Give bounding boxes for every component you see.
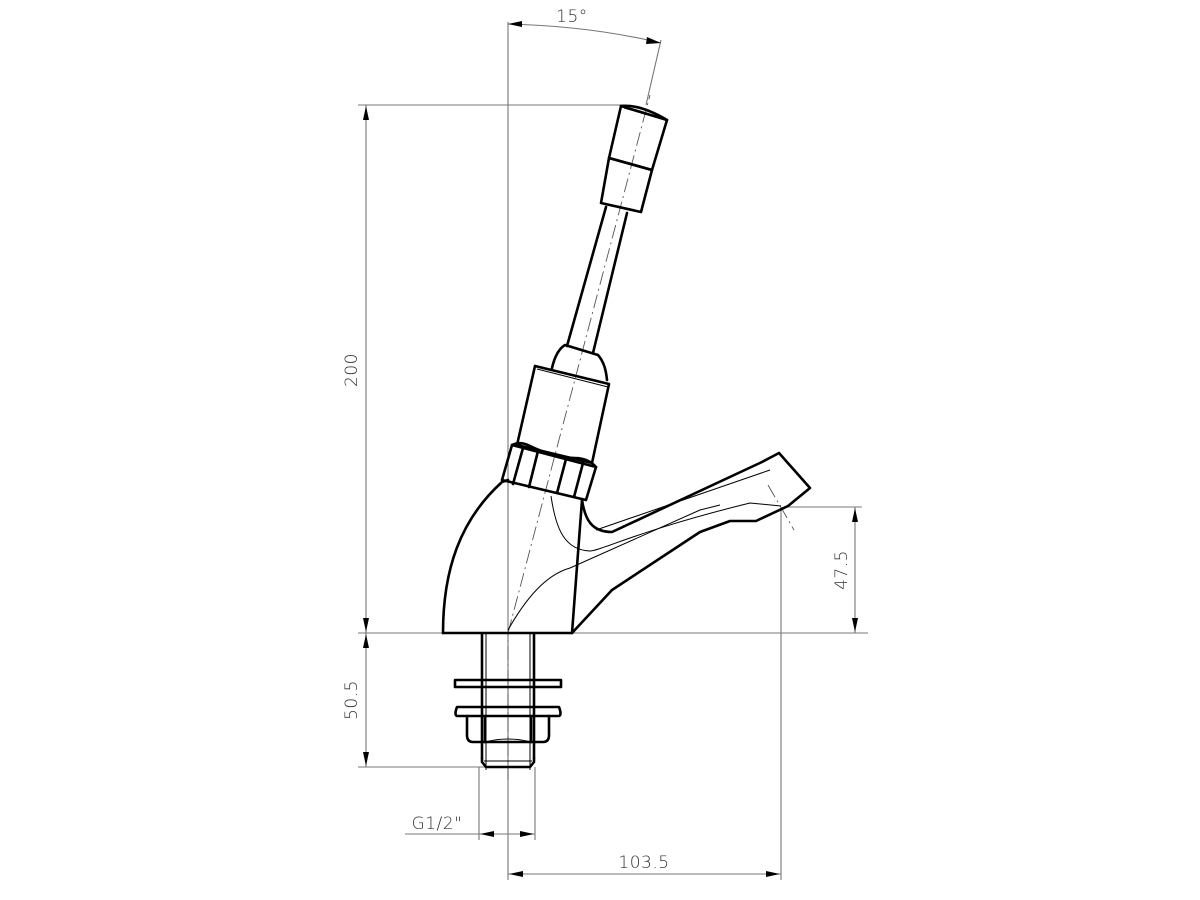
lever-grip — [599, 104, 669, 214]
dimension-lines — [358, 22, 868, 880]
tap-head-cap — [515, 343, 611, 465]
height-200-label: 200 — [342, 353, 362, 387]
centre-lines — [507, 94, 795, 780]
spout-height-label: 47.5 — [832, 550, 852, 590]
thread-label: G1/2" — [412, 814, 463, 834]
lever-stem — [565, 205, 629, 355]
dimension-labels: 15° 200 47.5 50.5 G1/2" 103.5 — [342, 7, 852, 873]
tail-shank — [453, 632, 563, 770]
angle-label: 15° — [556, 7, 588, 27]
tap-body — [441, 451, 812, 635]
tail-length-label: 50.5 — [342, 680, 362, 720]
reach-label: 103.5 — [618, 853, 669, 873]
dimension-arrows — [363, 21, 858, 877]
